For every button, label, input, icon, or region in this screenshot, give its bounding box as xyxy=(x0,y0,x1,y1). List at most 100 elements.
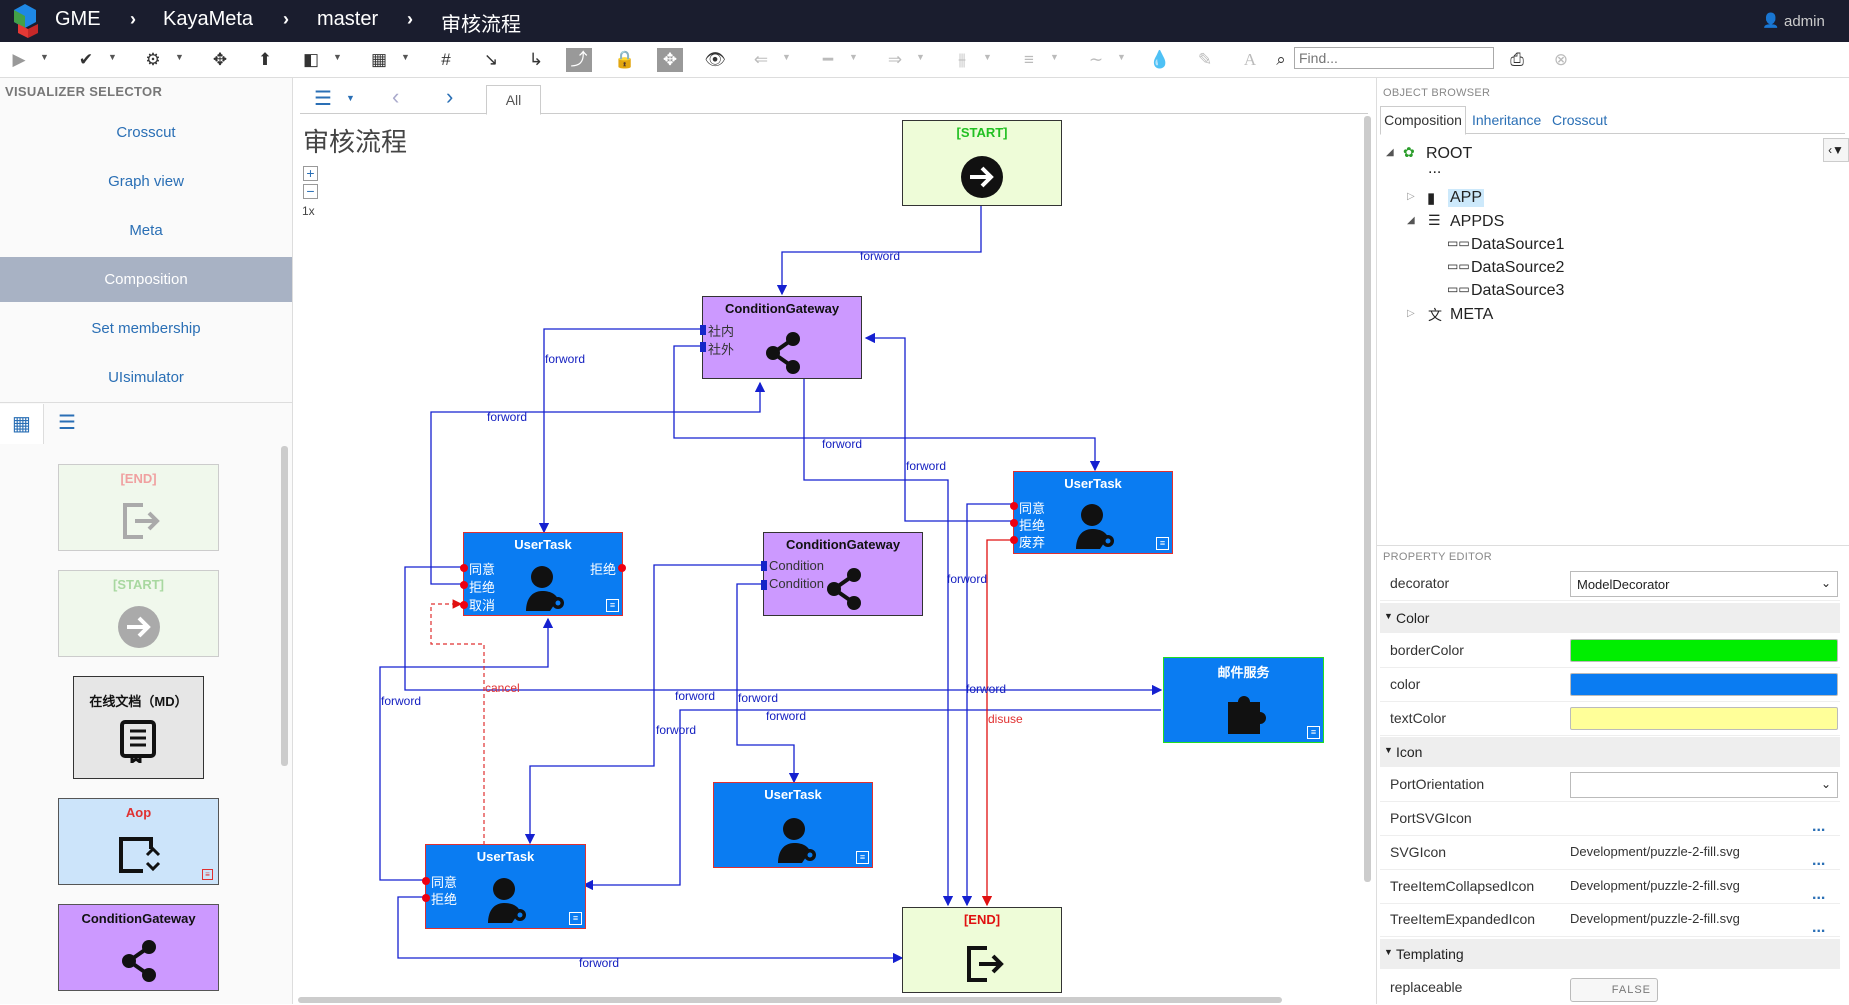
node-user-task[interactable]: UserTask 同意 拒绝 ≡ xyxy=(422,844,586,929)
play-icon[interactable]: ▶ xyxy=(12,50,26,69)
node-mail-service[interactable]: 邮件服务 ≡ xyxy=(1163,657,1324,743)
line-icon[interactable]: ━ xyxy=(822,50,834,69)
connection-label[interactable]: forword xyxy=(966,682,1007,696)
pan-icon[interactable]: ✥ xyxy=(657,48,683,72)
tab-composition[interactable]: Composition xyxy=(1380,106,1466,135)
arrow-right-icon[interactable]: ⇒ xyxy=(887,50,903,69)
grid-icon[interactable]: ▦ xyxy=(370,50,388,69)
part-end[interactable]: [END] xyxy=(58,464,219,551)
canvas-horizontal-scrollbar[interactable] xyxy=(298,997,1282,1003)
node-user-task[interactable]: UserTask 同意 拒绝 废弃 ≡ xyxy=(1010,471,1173,554)
fill-drop-icon[interactable]: 💧 xyxy=(1149,50,1171,69)
chevron-down-icon[interactable]: ▼ xyxy=(346,93,355,103)
next-tab-icon[interactable]: › xyxy=(446,84,454,109)
chevron-down-icon[interactable]: ▼ xyxy=(175,52,184,62)
connection-label-cancel[interactable]: cancel xyxy=(485,681,520,695)
port-connector[interactable] xyxy=(422,894,430,902)
lock-icon[interactable]: 🔒 xyxy=(614,50,636,69)
visualizer-composition[interactable]: Composition xyxy=(0,257,292,302)
grid-view-icon[interactable]: ▦ xyxy=(0,404,44,444)
prev-tab-icon[interactable]: ‹ xyxy=(392,84,400,109)
property-group-icon[interactable]: Icon▼ xyxy=(1380,737,1840,767)
connection-label[interactable]: forword xyxy=(860,249,901,263)
tab-all[interactable]: All xyxy=(486,85,541,115)
more-button[interactable]: ... xyxy=(1812,818,1826,835)
print-icon[interactable]: ⎙ xyxy=(1510,50,1524,69)
breadcrumb-node[interactable]: 审核流程 xyxy=(441,14,521,36)
node-condition-gateway[interactable]: ConditionGateway 社内 社外 xyxy=(700,296,862,379)
curve-icon[interactable]: ∼ xyxy=(1088,50,1104,69)
connect-elbow-icon[interactable]: ↳ xyxy=(528,50,544,69)
arrow-left-icon[interactable]: ⇐ xyxy=(753,50,769,69)
tree-item-ellipsis[interactable]: ... xyxy=(1428,160,1442,177)
hash-icon[interactable]: # xyxy=(441,50,451,69)
node-user-task[interactable]: UserTask ≡ xyxy=(713,782,873,868)
tab-inheritance[interactable]: Inheritance xyxy=(1472,112,1542,128)
part-condition-gateway[interactable]: ConditionGateway xyxy=(58,904,219,991)
chevron-down-icon[interactable]: ▼ xyxy=(782,52,791,62)
connection-label[interactable]: forword xyxy=(766,709,807,723)
border-color-swatch[interactable] xyxy=(1570,639,1838,662)
text-color-swatch[interactable] xyxy=(1570,707,1838,730)
visualizer-meta[interactable]: Meta xyxy=(129,222,163,239)
visualizer-uisimulator[interactable]: UIsimulator xyxy=(108,369,184,386)
chevron-down-icon[interactable]: ▼ xyxy=(40,52,49,62)
connection-label[interactable]: forword xyxy=(947,572,988,586)
filter-icon[interactable]: ‹▼ xyxy=(1823,138,1849,162)
chevron-down-icon[interactable]: ▼ xyxy=(983,52,992,62)
port-connector[interactable] xyxy=(1010,519,1018,527)
port-connector[interactable] xyxy=(422,877,430,885)
port-connector[interactable] xyxy=(618,564,626,572)
breadcrumb-project[interactable]: KayaMeta xyxy=(163,8,254,30)
chevron-down-icon[interactable]: ▼ xyxy=(849,52,858,62)
visualizer-crosscut[interactable]: Crosscut xyxy=(116,124,176,141)
chevron-down-icon[interactable]: ▼ xyxy=(1050,52,1059,62)
find-input[interactable] xyxy=(1294,47,1494,69)
zoom-out-button[interactable]: − xyxy=(303,184,318,199)
tree-item-app[interactable]: APP xyxy=(1448,189,1485,207)
color-swatch[interactable] xyxy=(1570,673,1838,696)
node-user-task[interactable]: UserTask 同意 拒绝 取消 拒绝 ≡ xyxy=(460,532,626,616)
plugin-icon[interactable]: ⚙ xyxy=(145,50,161,69)
chevron-down-icon[interactable]: ▼ xyxy=(108,52,117,62)
clear-icon[interactable]: ⊗ xyxy=(1553,50,1569,69)
connection-label[interactable]: forword xyxy=(381,694,422,708)
tree-expand-icon[interactable]: ◢ xyxy=(1407,215,1415,226)
user-menu[interactable]: admin xyxy=(1784,13,1825,30)
port-connector[interactable] xyxy=(460,564,468,572)
port-connector[interactable] xyxy=(761,580,767,590)
connection-label[interactable]: forword xyxy=(579,956,620,970)
list-view-icon[interactable]: ☰ xyxy=(58,412,76,434)
more-button[interactable]: ... xyxy=(1812,852,1826,869)
port-connector[interactable] xyxy=(1010,536,1018,544)
tree-collapse-icon[interactable]: ▷ xyxy=(1407,308,1415,319)
connection-label[interactable]: forword xyxy=(906,459,947,473)
tree-item-datasource[interactable]: DataSource2 xyxy=(1471,259,1565,276)
port-connector[interactable] xyxy=(700,325,706,335)
tree-item-datasource[interactable]: DataSource3 xyxy=(1471,282,1565,299)
tab-crosscut[interactable]: Crosscut xyxy=(1552,112,1608,128)
app-name[interactable]: GME xyxy=(55,8,101,30)
font-icon[interactable]: A xyxy=(1243,50,1257,69)
port-connector[interactable] xyxy=(761,561,767,571)
port-orientation-select[interactable]: ⌄ xyxy=(1570,772,1838,798)
port-connector[interactable] xyxy=(1010,502,1018,510)
tree-expand-icon[interactable]: ◢ xyxy=(1386,147,1394,158)
connection-label-disuse[interactable]: disuse xyxy=(988,712,1023,726)
connection-label[interactable]: forword xyxy=(545,352,586,366)
node-start[interactable]: [START] xyxy=(902,120,1062,206)
visualizer-graph-view[interactable]: Graph view xyxy=(108,173,184,190)
list-icon[interactable]: ☰ xyxy=(314,88,332,110)
connection-label[interactable]: forword xyxy=(487,410,528,424)
tree-item-meta[interactable]: META xyxy=(1450,306,1494,323)
eye-icon[interactable]: 👁 xyxy=(704,50,726,69)
node-end[interactable]: [END] xyxy=(902,907,1062,993)
port-connector[interactable] xyxy=(700,342,706,352)
sliders-icon[interactable]: ⫵ xyxy=(958,50,966,69)
part-start[interactable]: [START] xyxy=(58,570,219,657)
move-icon[interactable]: ✥ xyxy=(212,50,228,69)
tree-collapse-icon[interactable]: ▷ xyxy=(1407,191,1415,202)
canvas-vertical-scrollbar[interactable] xyxy=(1364,116,1371,882)
upload-icon[interactable]: ⬆ xyxy=(257,50,273,69)
chevron-down-icon[interactable]: ▼ xyxy=(333,52,342,62)
